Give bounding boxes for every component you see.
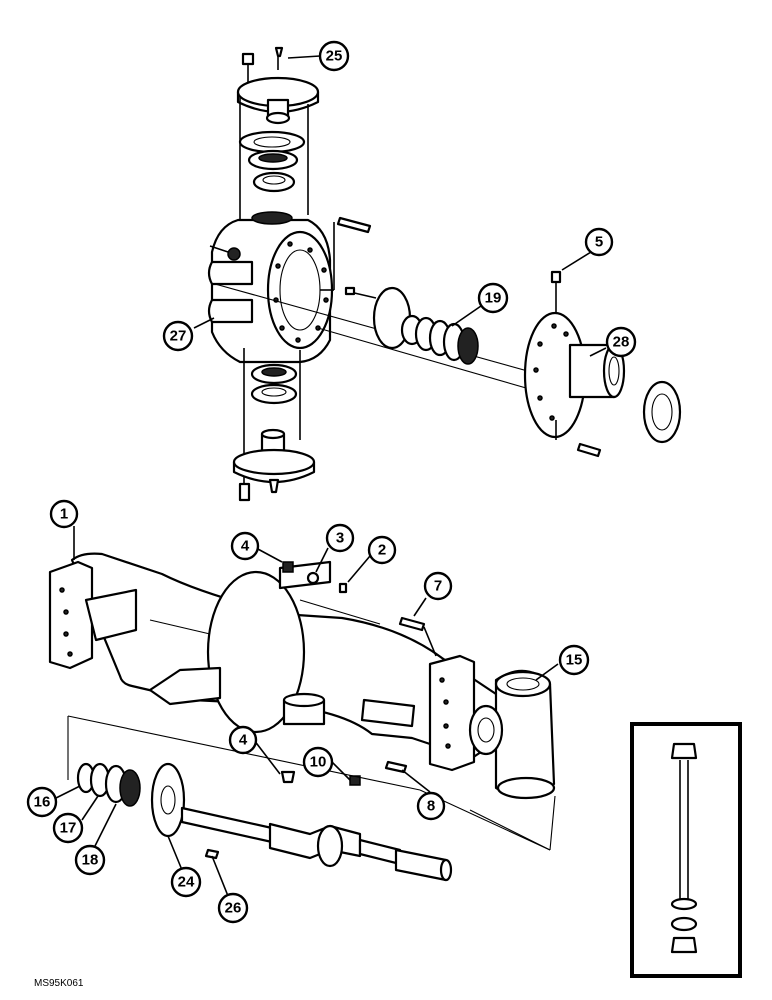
- axle-shaft: [180, 806, 453, 882]
- callout-19: 19: [477, 282, 509, 314]
- svg-text:7: 7: [434, 578, 442, 595]
- svg-text:24: 24: [178, 874, 195, 891]
- callout-1: 1: [49, 499, 79, 529]
- locking-nut: [642, 380, 682, 444]
- svg-text:17: 17: [60, 820, 77, 837]
- svg-text:1: 1: [60, 506, 68, 523]
- inset-panel: [630, 722, 742, 978]
- seal-bearing-stack: [400, 314, 479, 365]
- svg-text:8: 8: [427, 798, 435, 815]
- callout-5: 5: [584, 227, 614, 257]
- figure-reference-code: MS95K061: [34, 978, 84, 989]
- svg-text:5: 5: [595, 234, 603, 251]
- knuckle-stud: [320, 216, 372, 291]
- callout-28: 28: [605, 326, 637, 358]
- dust-shield: [344, 286, 412, 350]
- bolt-7: [398, 616, 437, 657]
- svg-text:18: 18: [82, 852, 99, 869]
- bearing-18: [104, 764, 141, 807]
- svg-text:26: 26: [225, 900, 242, 917]
- kingpin-top-cap: [236, 46, 320, 125]
- wheel-hub: [523, 270, 626, 458]
- steering-knuckle: [207, 211, 334, 364]
- callout-4a: 4: [230, 531, 260, 561]
- callout-3: 3: [325, 523, 355, 553]
- nut-10: [349, 775, 361, 786]
- callout-26: 26: [217, 892, 249, 924]
- svg-text:2: 2: [378, 542, 386, 559]
- callout-16: 16: [26, 786, 58, 818]
- leader-lines: [55, 55, 607, 897]
- svg-text:25: 25: [326, 48, 343, 65]
- shim-gasket-upper: [238, 130, 306, 154]
- callout-25: 25: [318, 40, 350, 72]
- grease-nipple-3: [306, 571, 320, 585]
- bearing-cone-upper: [252, 171, 296, 193]
- callout-18: 18: [74, 844, 106, 876]
- callout-24: 24: [170, 866, 202, 898]
- kingpin-bottom-cap: [232, 428, 316, 502]
- plug-4-lower: [280, 770, 296, 784]
- svg-text:10: 10: [310, 754, 327, 771]
- housing-left-flange: [48, 560, 138, 670]
- bearing-cone-lower: [250, 363, 298, 385]
- svg-text:4: 4: [241, 538, 250, 555]
- callout-8: 8: [416, 791, 446, 821]
- callout-15: 15: [558, 644, 590, 676]
- svg-text:16: 16: [34, 794, 51, 811]
- breather-2: [338, 582, 348, 594]
- svg-text:4: 4: [239, 732, 248, 749]
- flange-24: [150, 762, 186, 838]
- bearing-cup-lower: [250, 383, 298, 405]
- callout-4b: 4: [228, 725, 258, 755]
- bearing-cup-upper: [247, 149, 299, 171]
- svg-text:3: 3: [336, 530, 344, 547]
- pivot-pin-housing: [468, 669, 556, 800]
- callout-27: 27: [162, 320, 194, 352]
- svg-text:15: 15: [566, 652, 583, 669]
- svg-text:28: 28: [613, 334, 630, 351]
- svg-text:19: 19: [485, 290, 502, 307]
- callout-10: 10: [302, 746, 334, 778]
- callout-2: 2: [367, 535, 397, 565]
- housing-right-flange: [428, 654, 476, 772]
- axle-housing: [70, 552, 504, 760]
- plug-4-upper: [282, 561, 294, 573]
- svg-text:27: 27: [170, 328, 187, 345]
- callout-17: 17: [52, 812, 84, 844]
- screw-26: [204, 848, 220, 860]
- callout-7: 7: [423, 571, 453, 601]
